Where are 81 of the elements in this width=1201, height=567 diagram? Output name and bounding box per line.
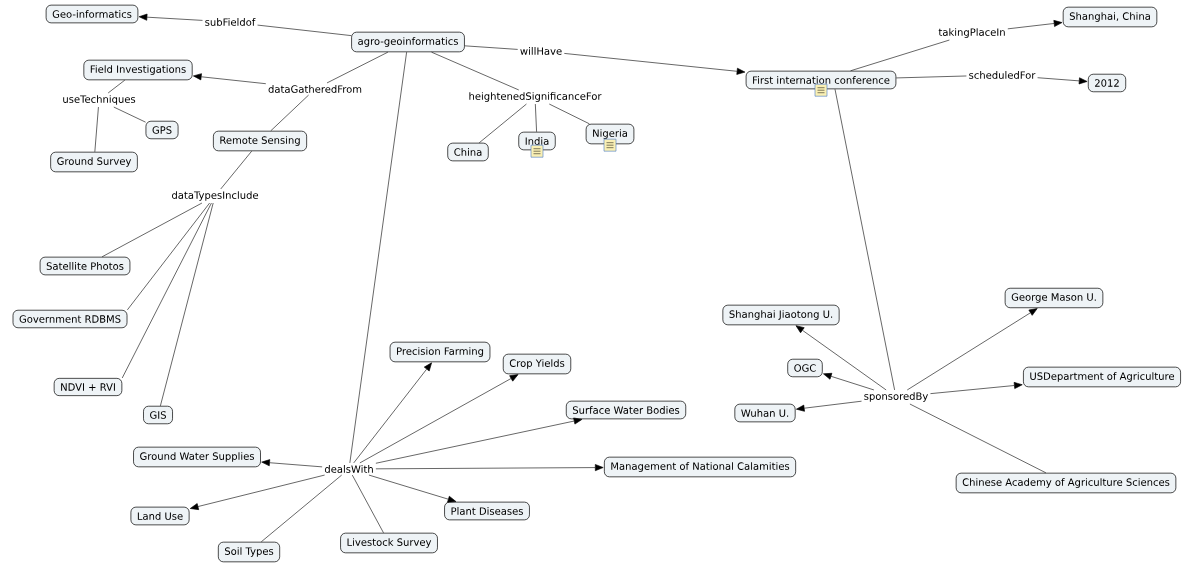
connector-line bbox=[220, 150, 252, 190]
arrow bbox=[193, 73, 267, 84]
concept-box: Plant Diseases bbox=[444, 501, 530, 521]
concept-box: Shanghai Jiaotong U. bbox=[722, 304, 840, 326]
arrow bbox=[190, 474, 325, 510]
arrow bbox=[795, 325, 887, 391]
concept-box: Ground Survey bbox=[50, 151, 138, 173]
concept-box: Crop Yields bbox=[502, 353, 572, 375]
connector-line bbox=[160, 202, 214, 407]
linking-phrase: dataGatheredFrom bbox=[268, 85, 362, 93]
concept-box: Land Use bbox=[130, 506, 190, 526]
concept-box: Field Investigations bbox=[83, 59, 193, 81]
concept-box: China bbox=[447, 142, 489, 162]
concept-box: First internation conference bbox=[745, 70, 897, 90]
concept-box: 2012 bbox=[1087, 73, 1127, 93]
connector-line bbox=[257, 24, 352, 36]
arrow bbox=[930, 382, 1023, 394]
arrow bbox=[1007, 20, 1063, 30]
connector-line bbox=[850, 39, 950, 72]
connector-line bbox=[909, 403, 1047, 474]
arrow bbox=[368, 474, 457, 503]
linking-phrase: heightenedSignificanceFor bbox=[469, 92, 602, 102]
concept-box: Precision Farming bbox=[389, 341, 491, 363]
concept-box: USDepartment of Agriculture bbox=[1023, 366, 1181, 388]
arrow bbox=[138, 13, 203, 21]
connector-line bbox=[121, 202, 212, 379]
arrow bbox=[906, 308, 1038, 391]
arrow bbox=[375, 417, 583, 464]
arrow bbox=[1037, 77, 1088, 85]
linking-phrase: dealsWith bbox=[324, 465, 373, 473]
concept-box: NDVI + RVI bbox=[53, 378, 123, 396]
linking-phrase: takingPlaceIn bbox=[938, 28, 1005, 38]
connector-line bbox=[127, 202, 210, 311]
arrow bbox=[564, 53, 746, 75]
linking-phrase: sponsoredBy bbox=[864, 392, 928, 402]
connector-line bbox=[260, 474, 342, 543]
arrow bbox=[375, 464, 604, 472]
connector-line bbox=[113, 106, 146, 123]
arrow bbox=[359, 374, 519, 464]
connector-line bbox=[478, 103, 527, 144]
connector-line bbox=[464, 45, 518, 50]
concept-box: Chinese Academy of Agriculture Sciences bbox=[955, 472, 1177, 494]
linking-phrase: scheduledFor bbox=[969, 71, 1036, 79]
concept-box: Nigeria bbox=[585, 123, 635, 145]
concept-box: GIS bbox=[143, 405, 173, 425]
concept-box: Government RDBMS bbox=[12, 309, 128, 329]
connector-line bbox=[549, 103, 590, 125]
connector-line bbox=[352, 474, 384, 534]
concept-box: agro-geoinformatics bbox=[351, 31, 465, 53]
concept-box: Wuhan U. bbox=[734, 403, 796, 423]
connector-line bbox=[326, 51, 389, 84]
connector-line bbox=[107, 79, 126, 94]
concept-box: Geo-informatics bbox=[45, 4, 139, 24]
concept-box: Ground Water Supplies bbox=[133, 446, 261, 468]
concept-box: Soil Types bbox=[217, 541, 281, 563]
concept-box: Surface Water Bodies bbox=[565, 400, 687, 420]
connector-line bbox=[94, 106, 99, 153]
connector-line bbox=[349, 51, 407, 464]
concept-box: Shanghai, China bbox=[1062, 6, 1158, 28]
connector-line bbox=[535, 103, 537, 133]
arrow bbox=[261, 459, 323, 468]
linking-phrase: subFieldof bbox=[205, 18, 256, 26]
concept-box: Management of National Calamities bbox=[604, 456, 796, 478]
concept-box: GPS bbox=[145, 120, 179, 140]
concept-box: Satellite Photos bbox=[39, 256, 131, 276]
concept-box: Remote Sensing bbox=[213, 130, 307, 152]
arrow bbox=[353, 362, 432, 464]
linking-phrase: dataTypesInclude bbox=[172, 191, 259, 201]
concept-box: Livestock Survey bbox=[340, 532, 438, 554]
arrow bbox=[796, 400, 862, 412]
connector-line bbox=[101, 202, 203, 258]
arrow bbox=[823, 372, 875, 391]
concept-box: George Mason U. bbox=[1004, 287, 1104, 309]
linking-phrase: useTechniques bbox=[63, 95, 136, 105]
connector-line bbox=[834, 88, 895, 391]
linking-phrase: willHave bbox=[520, 47, 562, 55]
connector-line bbox=[895, 75, 967, 79]
concept-box: OGC bbox=[787, 358, 823, 378]
connector-line bbox=[270, 94, 309, 132]
concept-box: India bbox=[518, 131, 556, 151]
connector-line bbox=[431, 51, 520, 91]
